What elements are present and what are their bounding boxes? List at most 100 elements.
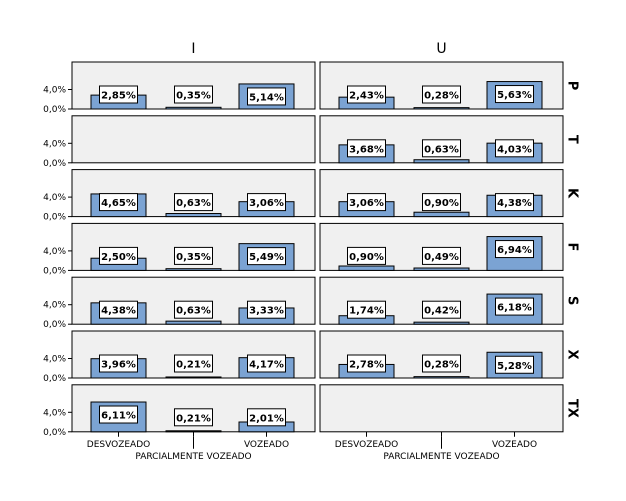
data-label-box [422,300,461,319]
data-label: 4,65% [101,198,136,209]
data-label: 3,06% [349,198,384,209]
data-label: 4,38% [101,306,136,317]
data-label-box [495,355,534,374]
data-label-box [174,408,213,427]
data-label: 0,35% [176,91,211,102]
y-tick-label: 4,0% [43,408,66,418]
y-tick-label: 4,0% [43,247,66,257]
row-header-s: S [565,296,580,305]
data-label: 5,28% [497,361,532,372]
data-label: 3,33% [249,306,284,317]
bar [413,211,470,218]
data-label-box [422,354,461,373]
data-label: 2,01% [249,413,284,424]
data-label-box [99,85,138,104]
bar [165,213,222,218]
data-label: 6,94% [497,245,532,256]
data-label-box [422,193,461,212]
x-tick-label: PARCIALMENTE VOZEADO [135,452,251,462]
data-label: 2,43% [349,91,384,102]
bar [413,159,470,164]
data-label: 0,35% [176,252,211,263]
data-label: 0,63% [424,144,459,155]
data-label-box [247,193,286,212]
bar [165,320,222,325]
data-label: 0,21% [176,360,211,371]
data-label-box [174,85,213,104]
data-label-box [495,240,534,259]
data-label-box [422,139,461,158]
y-tick-label: 4,0% [43,355,66,365]
x-tick-label: VOZEADO [244,440,289,450]
data-label: 0,28% [424,360,459,371]
bar [413,107,470,110]
bar [338,265,395,271]
data-label: 0,21% [176,413,211,424]
y-tick-label: 0,0% [43,428,66,438]
row-header-k: K [565,188,580,199]
y-tick-label: 0,0% [43,159,66,169]
data-label: 4,38% [497,198,532,209]
row-header-f: F [565,242,580,251]
data-label-box [495,297,534,316]
data-label: 5,49% [249,252,284,263]
data-label-box [347,85,386,104]
row-header-x: X [565,349,580,359]
data-label: 6,11% [101,411,136,422]
data-label-box [99,405,138,424]
data-label-box [422,85,461,104]
bar [165,376,222,379]
data-label: 6,18% [497,303,532,314]
data-label: 3,96% [101,360,136,371]
data-label-box [99,193,138,212]
y-tick-label: 0,0% [43,374,66,384]
data-label-box [174,246,213,265]
data-label-box [347,300,386,319]
data-label: 0,90% [349,252,384,263]
panel-tx-u [319,384,564,433]
data-label: 0,63% [176,306,211,317]
data-label-box [247,300,286,319]
data-label-box [247,87,286,106]
y-tick-label: 4,0% [43,139,66,149]
data-label-box [495,85,534,104]
data-label-box [347,246,386,265]
data-label: 4,03% [497,144,532,155]
data-label-box [347,139,386,158]
y-tick-label: 4,0% [43,193,66,203]
data-label-box [247,354,286,373]
row-header-tx: TX [565,399,580,418]
data-label: 2,50% [101,252,136,263]
data-label-box [99,300,138,319]
y-tick-label: 4,0% [43,301,66,311]
x-tick-label: PARCIALMENTE VOZEADO [383,452,499,462]
bar [413,376,470,379]
y-tick-label: 0,0% [43,266,66,276]
y-tick-label: 4,0% [43,86,66,96]
x-tick-label: DESVOZEADO [335,440,398,450]
data-label: 0,63% [176,198,211,209]
data-label: 5,14% [249,92,284,103]
data-label-box [174,354,213,373]
data-label-box [247,247,286,266]
data-label: 1,74% [349,306,384,317]
column-header-u: U [436,41,446,57]
bar [165,106,222,110]
bar [413,321,470,325]
data-label-box [347,354,386,373]
data-label-box [422,246,461,265]
data-label: 0,49% [424,252,459,263]
bar [165,430,222,433]
data-label: 4,17% [249,360,284,371]
y-tick-label: 0,0% [43,105,66,115]
data-label: 0,28% [424,91,459,102]
y-tick-label: 0,0% [43,320,66,330]
column-header-i: I [191,41,195,57]
data-label-box [495,139,534,158]
data-label: 2,78% [349,360,384,371]
x-tick-label: VOZEADO [492,440,537,450]
row-header-t: T [565,135,580,144]
data-label: 3,06% [249,198,284,209]
panel-t-i [71,115,316,164]
